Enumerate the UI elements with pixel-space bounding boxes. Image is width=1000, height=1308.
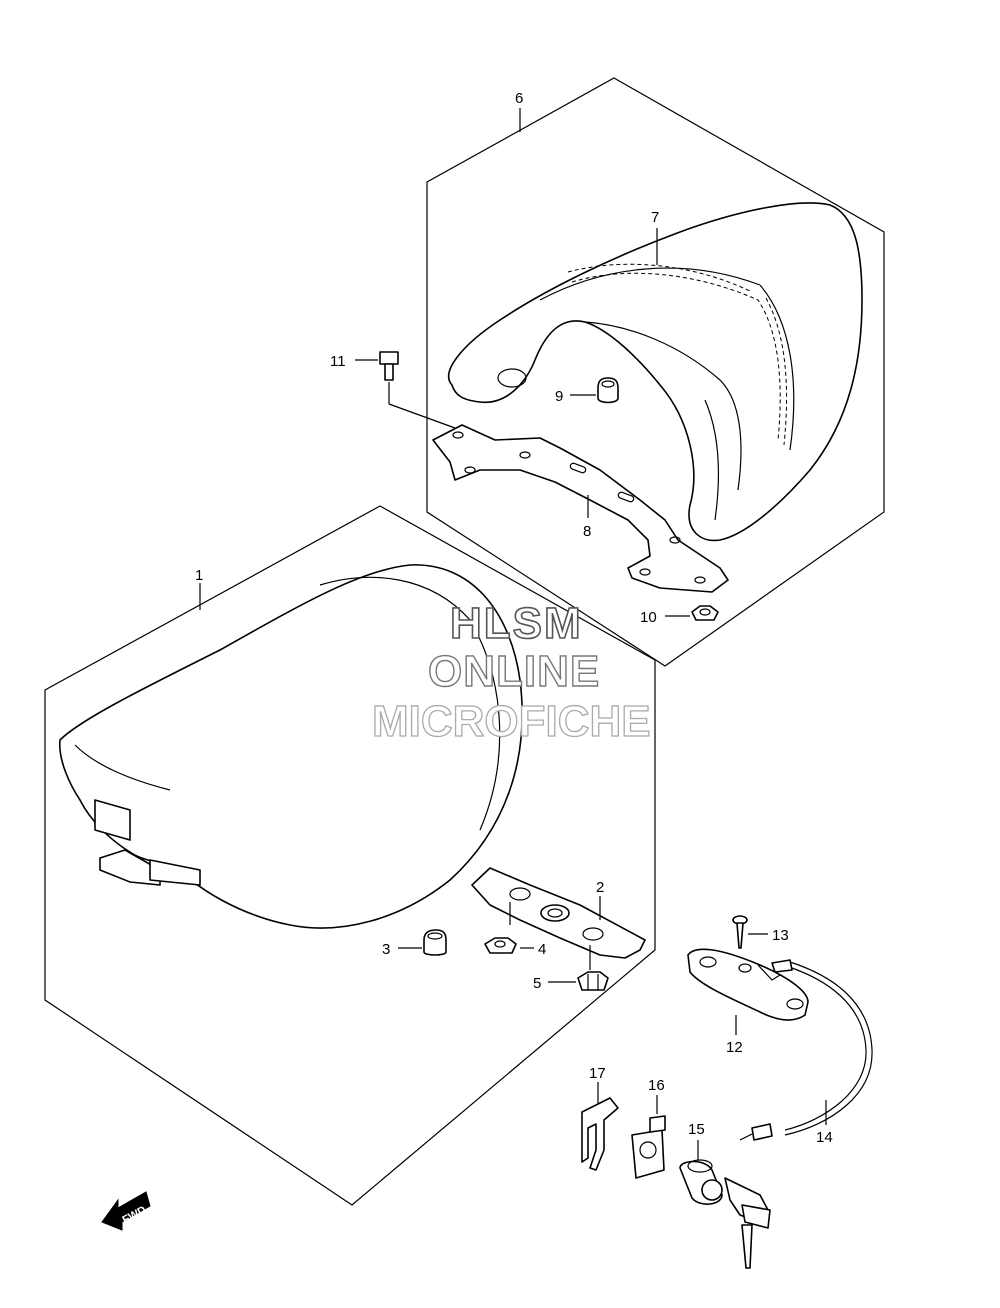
callout-8: 8 (583, 523, 591, 540)
cushion-3[interactable] (423, 929, 447, 956)
callout-2: 2 (596, 879, 604, 896)
front-seat-group-box (44, 505, 656, 1206)
callout-16: 16 (648, 1077, 665, 1094)
cushion-9[interactable] (597, 377, 619, 404)
callout-5: 5 (533, 975, 541, 992)
callout-10: 10 (640, 609, 657, 626)
callout-15: 15 (688, 1121, 705, 1138)
bolt-11[interactable] (379, 351, 456, 429)
watermark-line-2: ONLINE (428, 647, 600, 696)
screw-13[interactable] (732, 915, 748, 949)
fwd-arrow-icon: FWD (101, 1191, 151, 1231)
rear-seat-group-box (426, 77, 885, 667)
callout-13: 13 (772, 927, 789, 944)
callout-17: 17 (589, 1065, 606, 1082)
key-cylinder[interactable] (679, 1159, 771, 1269)
seat-lock-plate[interactable] (687, 948, 809, 1021)
seat-lock-cable[interactable] (739, 959, 873, 1141)
callout-1: 1 (195, 567, 203, 584)
lock-plate-16[interactable] (631, 1115, 666, 1179)
callout-labels: 1 2 3 4 5 6 7 8 9 10 11 12 13 14 15 16 1… (195, 90, 833, 1146)
front-seat-bracket[interactable] (471, 867, 646, 970)
watermark-line-1: HLSM (450, 599, 583, 648)
callout-9: 9 (555, 388, 563, 405)
callout-6: 6 (515, 90, 523, 107)
leader-lines (199, 108, 827, 1160)
callout-12: 12 (726, 1039, 743, 1056)
watermark: HLSM ONLINE MICROFICHE (371, 598, 651, 746)
clip-17[interactable] (581, 1097, 619, 1171)
watermark-line-3: MICROFICHE (372, 697, 651, 746)
callout-7: 7 (651, 209, 659, 226)
callout-14: 14 (816, 1129, 833, 1146)
callout-3: 3 (382, 941, 390, 958)
nut-5[interactable] (577, 971, 609, 991)
callout-4: 4 (538, 941, 546, 958)
rear-seat[interactable] (447, 202, 863, 542)
nut-4[interactable] (484, 937, 517, 954)
nut-10[interactable] (691, 605, 719, 621)
callout-11: 11 (330, 353, 346, 370)
front-seat[interactable] (59, 564, 523, 929)
rear-seat-bracket[interactable] (432, 424, 729, 593)
